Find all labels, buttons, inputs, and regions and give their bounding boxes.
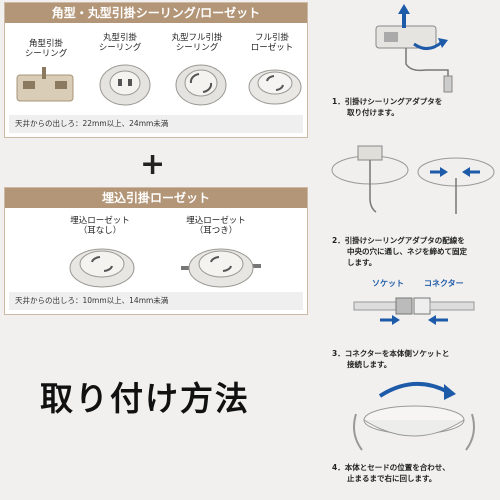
step-1-text: 1．引掛けシーリングアダプタを 取り付けます。: [332, 97, 443, 117]
panel-title: 埋込引掛ローゼット: [5, 188, 307, 208]
connector-label: コネクター: [424, 279, 464, 288]
socket-label: ソケット: [372, 279, 404, 288]
step-3-text: 3．コネクターを本体側ソケットと 接続します。: [332, 349, 450, 369]
step-2-text: 2．引掛けシーリングアダプタの配線を 中央の穴に通し、ネジを締めて固定 します。: [332, 236, 467, 267]
plus-sign: +: [140, 147, 166, 182]
ceiling-types-panel: 角型・丸型引掛シーリング/ローゼット 角型引掛 シーリング 丸型引掛 シーリング…: [4, 2, 308, 138]
panel-note: 天井からの出しろ：10mm以上、14mm未満: [9, 292, 303, 310]
step3-illustration: [353, 297, 475, 325]
panel-note: 天井からの出しろ：22mm以上、24mm未満: [9, 115, 303, 133]
step2-illustration: [331, 145, 495, 214]
type-label-no-ears: 埋込ローゼット （耳なし）: [70, 216, 130, 236]
type-label-square: 角型引掛 シーリング: [24, 39, 68, 59]
type-label-full-rosette: フル引掛 ローゼット: [250, 33, 294, 53]
step4-illustration: [353, 381, 475, 451]
type-label-round-full: 丸型フル引掛 シーリング: [171, 33, 223, 53]
panel-title: 角型・丸型引掛シーリング/ローゼット: [5, 3, 307, 23]
step-4-text: 4．本体とセードの位置を合わせ、 止まるまで右に回します。: [332, 463, 450, 483]
step1-illustration: [375, 4, 453, 93]
page-title: 取り付け方法: [40, 379, 250, 418]
embedded-rosette-panel: 埋込引掛ローゼット 埋込ローゼット （耳なし） 埋込ローゼット （耳つき） 天井…: [4, 187, 308, 315]
type-label-round: 丸型引掛 シーリング: [98, 33, 142, 53]
type-label-with-ears: 埋込ローゼット （耳つき）: [186, 216, 246, 236]
full-rosette-image: [248, 69, 302, 105]
round-full-ceiling-image: [175, 64, 227, 106]
round-ceiling-image: [99, 64, 151, 106]
embedded-rosette-with-ears-image: [181, 248, 261, 288]
embedded-rosette-no-ears-image: [69, 248, 135, 288]
square-ceiling-image: [16, 67, 74, 102]
